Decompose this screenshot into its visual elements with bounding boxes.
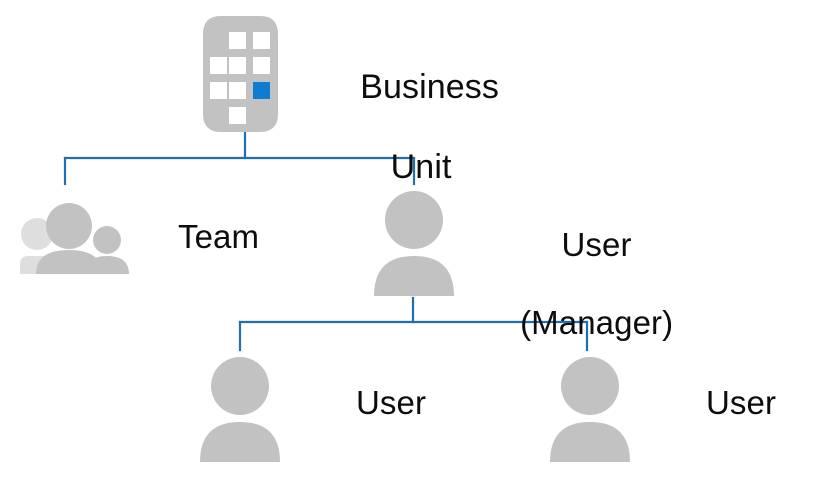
team-node[interactable] [14, 196, 130, 283]
business-unit-label-line-1: Business [360, 68, 499, 107]
team-label: Team [178, 218, 260, 255]
building-window [253, 57, 270, 74]
person-icon [200, 357, 280, 462]
user-2-label: User [706, 384, 777, 421]
manager-label: User (Manager) [483, 187, 673, 382]
building-window [253, 32, 270, 49]
team-person-center [36, 203, 102, 274]
business-unit-label-line-2: Unit [390, 148, 452, 187]
business-unit-label: Business Unit [322, 27, 499, 228]
building-window [229, 107, 246, 124]
building-window [229, 57, 246, 74]
building-window [229, 82, 246, 99]
person-icon [374, 191, 454, 296]
manager-label-line-1: User [561, 225, 632, 263]
building-window [229, 32, 246, 49]
manager-label-line-2: (Manager) [520, 303, 674, 341]
manager-node[interactable] [370, 188, 458, 303]
building-window [210, 57, 227, 74]
team-person-left [20, 218, 53, 274]
team-people-icon [20, 203, 129, 274]
user-1-node[interactable] [196, 354, 284, 469]
person-icon [550, 357, 630, 462]
business-unit-node[interactable] [198, 12, 290, 141]
user-2-node[interactable] [546, 354, 634, 469]
building-window-accent [253, 82, 270, 99]
building-icon [203, 16, 278, 132]
building-window [210, 82, 227, 99]
user-1-label: User [356, 384, 427, 421]
